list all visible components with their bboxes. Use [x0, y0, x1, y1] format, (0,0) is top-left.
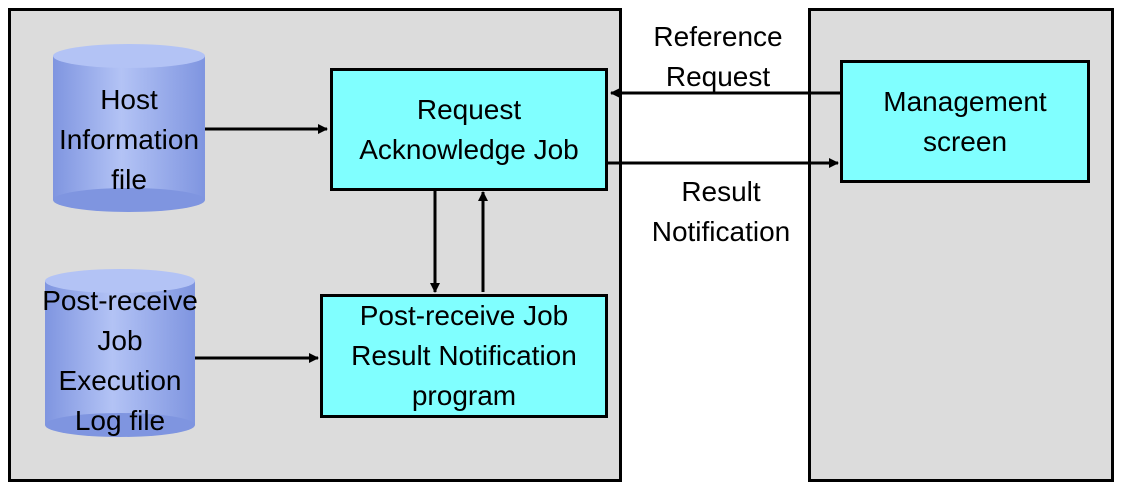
host-info-file-label: Host Information file [58, 84, 200, 195]
post-receive-log-file-cylinder [45, 269, 195, 437]
post-receive-program-box: Post-receive Job Result Notification pro… [320, 294, 608, 418]
management-screen-box: Management screen [840, 60, 1090, 183]
host-info-file-cylinder [53, 44, 205, 212]
post-receive-log-file-label: Post-receive Job Execution Log file [42, 285, 198, 436]
request-acknowledge-job-box: Request Acknowledge Job [330, 68, 608, 191]
result-notification-label: Result Notification [651, 176, 791, 247]
reference-request-label: Reference Request [653, 21, 783, 92]
